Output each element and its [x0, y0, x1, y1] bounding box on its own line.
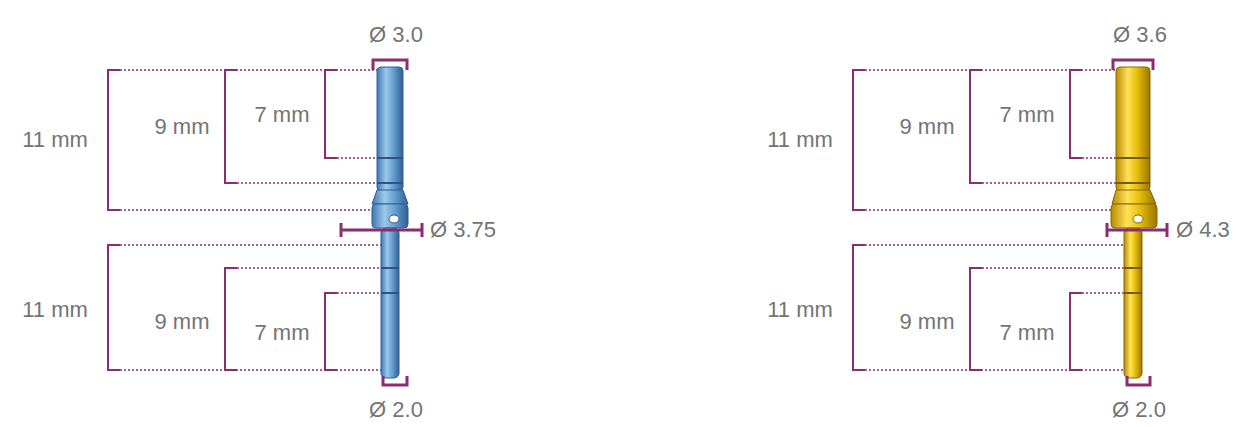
- length-label: 7 mm: [1000, 322, 1055, 344]
- diameter-label: Ø 2.0: [369, 399, 423, 421]
- length-label: 11 mm: [767, 299, 833, 321]
- length-label: 9 mm: [155, 116, 210, 138]
- diameter-marks: [340, 60, 1168, 385]
- diameter-label: Ø 4.3: [1176, 219, 1230, 241]
- length-label: 7 mm: [255, 104, 310, 126]
- dimension-lines: [853, 70, 1130, 370]
- diameter-label: Ø 3.75: [430, 219, 496, 241]
- dimension-lines: [108, 70, 385, 370]
- length-label: 11 mm: [22, 299, 88, 321]
- diameter-label: Ø 2.0: [1112, 399, 1166, 421]
- length-label: 11 mm: [22, 129, 88, 151]
- gold-coping: [1111, 67, 1157, 378]
- length-label: 7 mm: [1000, 104, 1055, 126]
- diameter-label: Ø 3.0: [369, 24, 423, 46]
- blue-coping: [372, 67, 408, 378]
- length-label: 9 mm: [155, 311, 210, 333]
- length-label: 7 mm: [255, 322, 310, 344]
- length-label: 9 mm: [900, 116, 955, 138]
- length-label: 9 mm: [900, 311, 955, 333]
- length-label: 11 mm: [767, 129, 833, 151]
- diameter-label: Ø 3.6: [1113, 24, 1167, 46]
